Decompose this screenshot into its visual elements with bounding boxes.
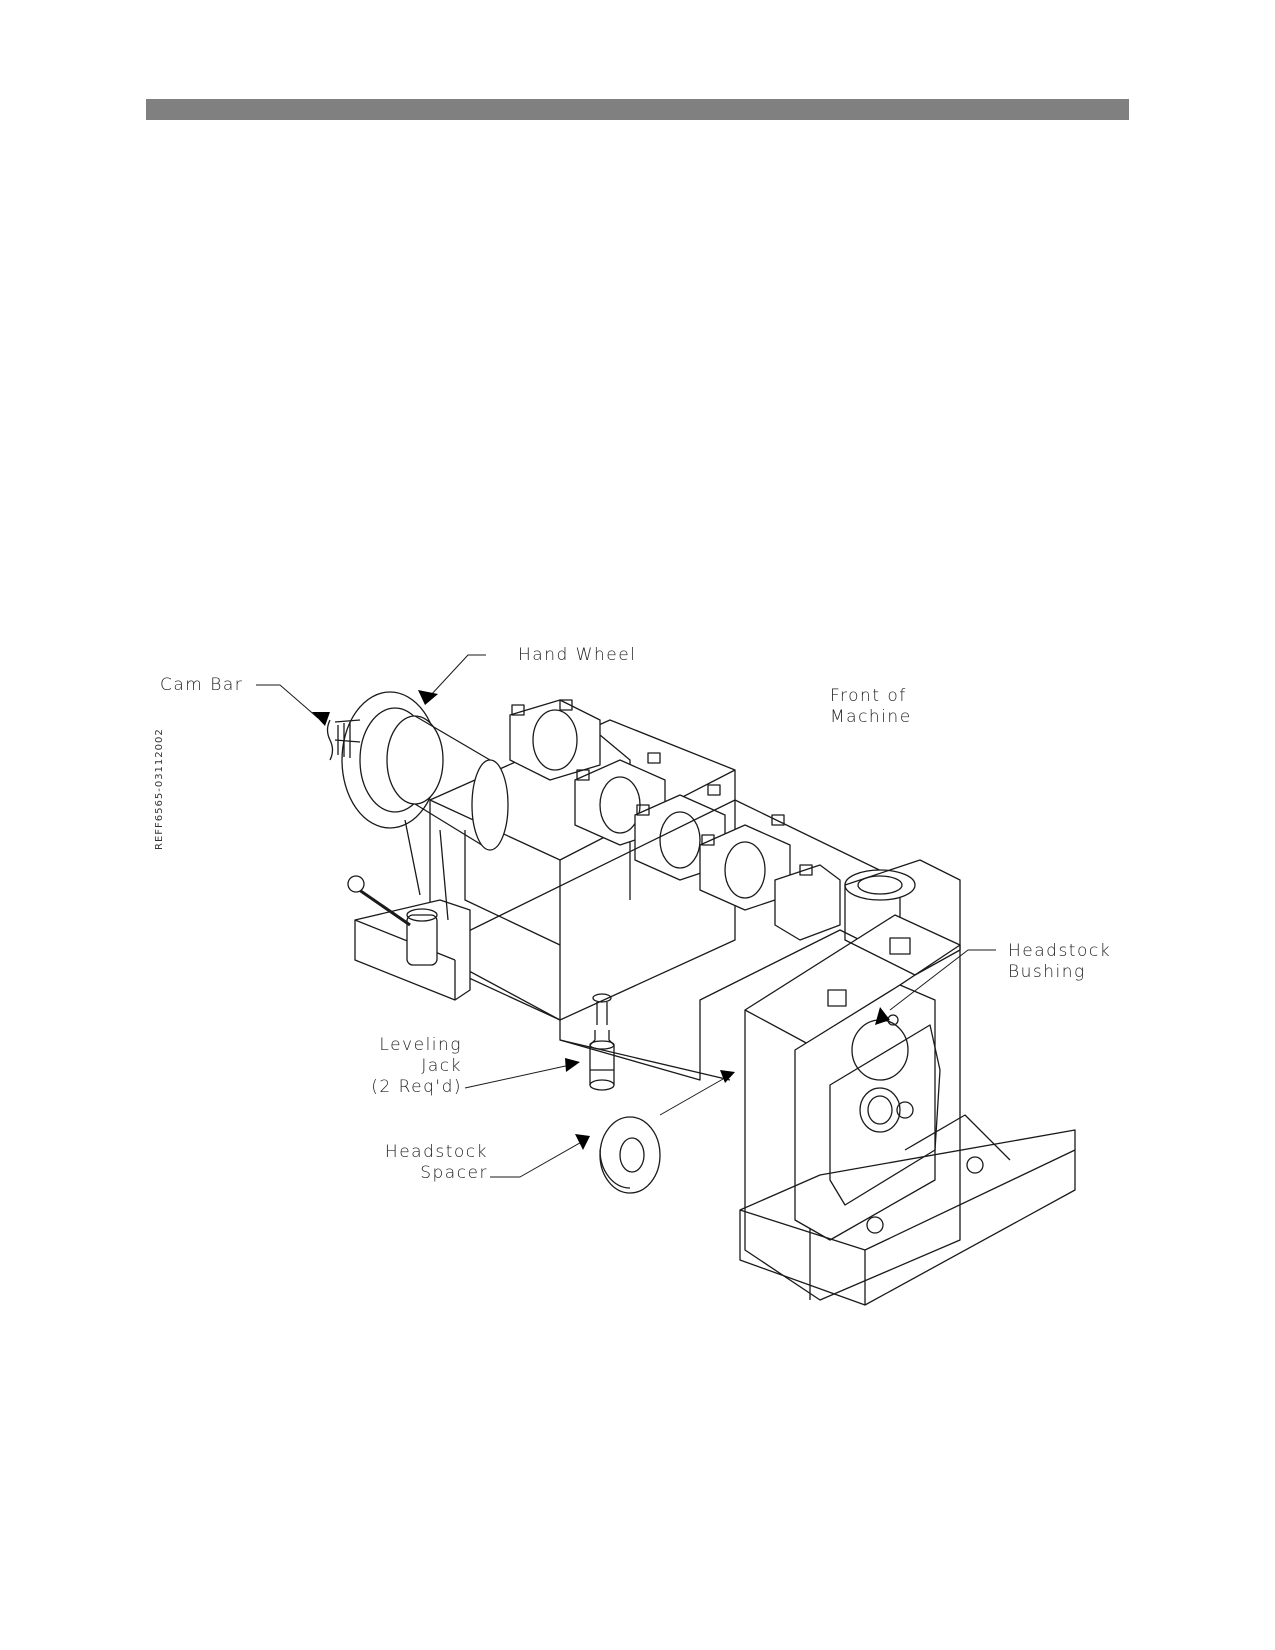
headstock [739,859,1076,1306]
headstock-spacer-label-line2: Spacer [420,1163,488,1183]
front-of-machine-label-line1: Front of [830,686,907,706]
bearing-caps [509,699,841,941]
hand-wheel-assembly [326,691,509,851]
body [429,799,901,1081]
header-bar [146,99,1129,120]
headstock-bushing-label-line2: Bushing [1008,962,1086,982]
leveling-jack-label-line1: Leveling [379,1035,462,1055]
front-of-machine-label-line2: Machine [830,707,912,727]
cam-bar-label: Cam Bar [160,675,244,695]
headstock-bushing-label-line1: Headstock [1008,941,1112,961]
headstock-spacer [599,1116,661,1194]
leader-lines [256,654,996,1178]
hand-wheel-label: Hand Wheel [518,645,637,665]
headstock-spacer-label-line1: Headstock [384,1142,488,1162]
support-stand [347,819,471,1001]
leveling-jack [589,993,615,1091]
leveling-jack-label-line2: Jack [421,1056,462,1076]
reference-code: REFF6565-03112002 [154,728,165,850]
leveling-jack-label-line3: (2 Req'd) [371,1077,462,1097]
